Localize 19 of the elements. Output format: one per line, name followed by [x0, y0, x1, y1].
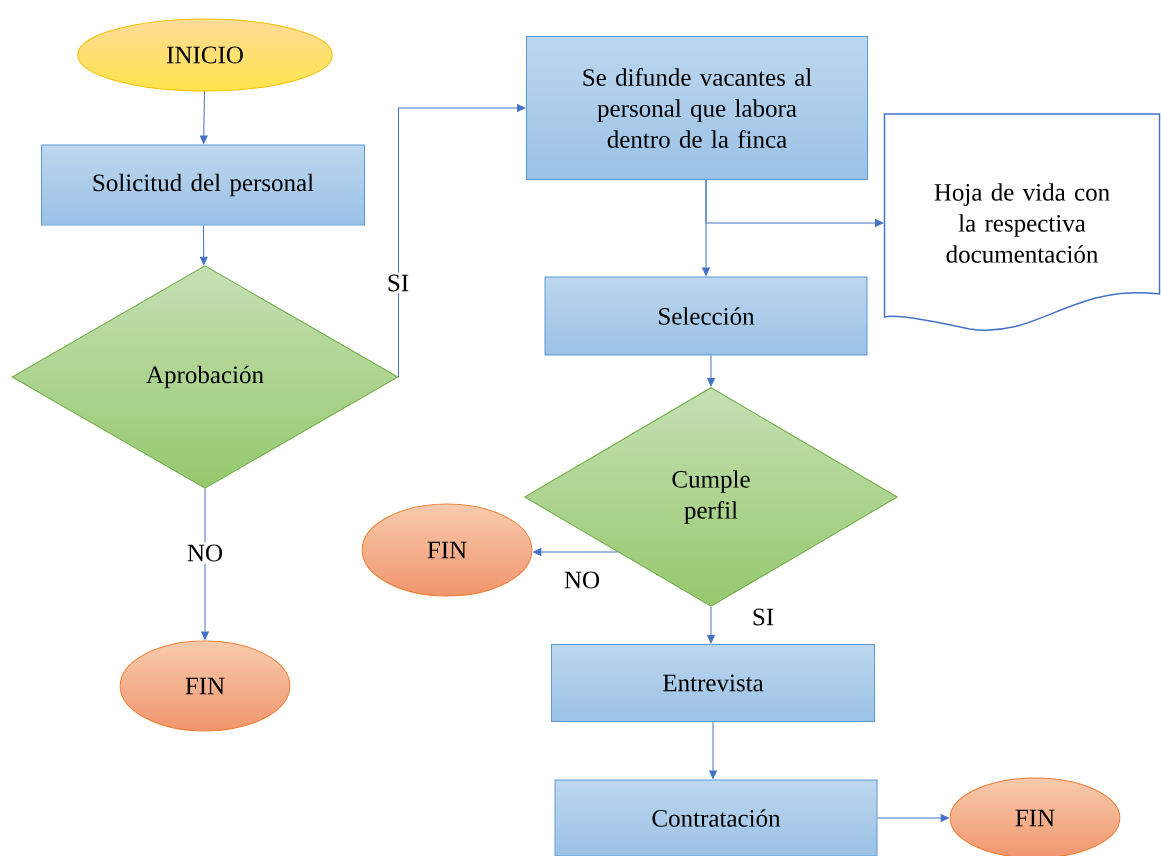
arrow — [877, 814, 949, 822]
arrow — [707, 355, 715, 387]
edge-label: SI — [749, 606, 777, 628]
arrow — [705, 179, 884, 227]
process-box: Contratación — [554, 779, 878, 856]
process-box: Se difunde vacantes al personal que labora dentro de la finca — [526, 36, 868, 180]
process-box: Solicitud del personal — [41, 144, 365, 226]
edge-label: NO — [561, 569, 603, 591]
arrow — [199, 91, 208, 144]
process-box: Entrevista — [551, 644, 875, 722]
process-box: Selección — [544, 276, 868, 356]
edge-label: NO — [184, 542, 226, 564]
arrow — [709, 721, 717, 779]
arrow — [199, 225, 208, 266]
arrow — [533, 548, 618, 556]
edge-label: SI — [384, 272, 412, 294]
arrow — [398, 104, 526, 378]
arrow — [201, 488, 209, 640]
arrow — [707, 606, 715, 644]
